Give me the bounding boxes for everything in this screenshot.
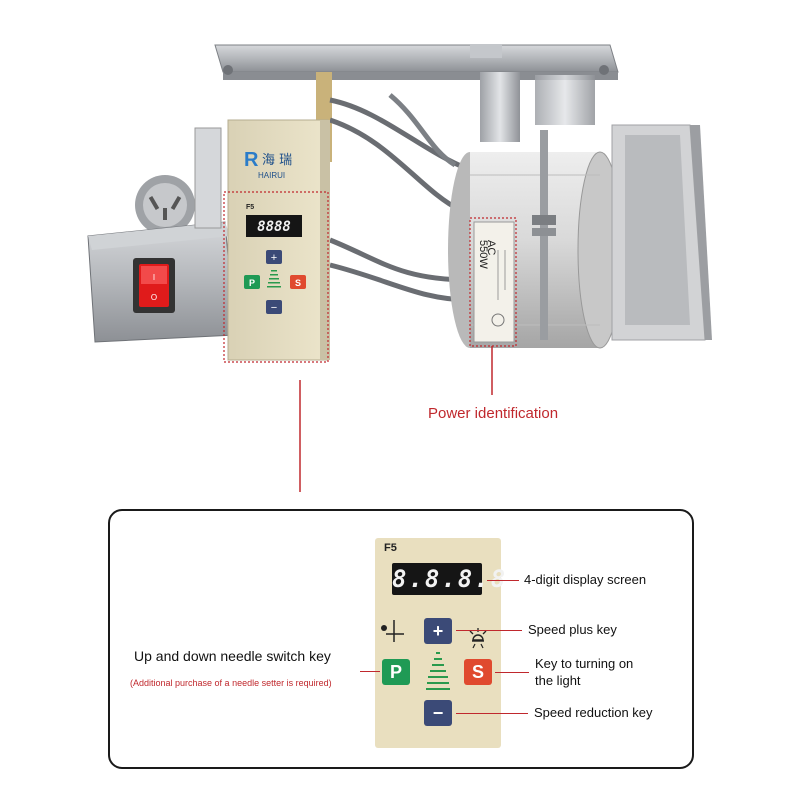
needle-arrow — [360, 671, 380, 672]
light-s-key[interactable]: S — [464, 659, 492, 685]
svg-text:I: I — [153, 273, 155, 282]
power-plug — [135, 175, 195, 235]
needle-setter-note: (Additional purchase of a needle setter … — [130, 678, 332, 688]
light-label-line1: Key to turning on — [535, 656, 634, 671]
motor-plate-watt: 550W — [477, 240, 489, 269]
power-identification-label: Power identification — [428, 405, 559, 422]
four-digit-display: 8.8.8.8 — [392, 563, 508, 595]
svg-text:8888: 8888 — [257, 219, 291, 235]
needle-switch-p-key[interactable]: P — [382, 659, 410, 685]
light-icon — [469, 628, 487, 649]
svg-text:S: S — [295, 278, 301, 288]
power-switch-box: I O — [87, 221, 236, 343]
needle-switch-label: Up and down needle switch key — [134, 648, 331, 664]
display-label: 4-digit display screen — [524, 572, 647, 587]
pulley-guard — [611, 124, 712, 341]
control-box: R 海 瑞 HAIRUI F5 8888 + P S − — [194, 119, 330, 361]
speed-reduction-key[interactable]: − — [424, 700, 452, 726]
speed-plus-key[interactable]: + — [424, 618, 452, 644]
svg-text:R: R — [244, 149, 259, 171]
mounting-plate — [214, 44, 619, 80]
svg-text:P: P — [249, 278, 255, 288]
panel-model-label: F5 — [384, 542, 397, 554]
speed-reduction-arrow — [456, 713, 528, 714]
cables — [329, 93, 471, 303]
mounting-bracket — [316, 72, 595, 162]
speed-plus-label: Speed plus key — [528, 622, 617, 637]
power-highlight-box — [469, 217, 517, 347]
svg-text:F5: F5 — [246, 204, 254, 211]
servo-motor-photo: I O R 海 瑞 HAIRUI F5 8888 + P S − — [87, 44, 712, 492]
needle-icon — [381, 620, 404, 642]
brand-cn-text: 海 瑞 — [262, 153, 292, 168]
light-label-line2: the light — [535, 673, 581, 688]
speed-reduction-label: Speed reduction key — [534, 705, 653, 720]
light-arrow — [495, 672, 529, 673]
motor-plate-ac: AC — [485, 240, 497, 255]
brand-en-text: HAIRUI — [258, 171, 285, 180]
panel-highlight-box — [223, 191, 329, 363]
motor-body: AC 550W — [448, 130, 623, 349]
speed-ladder-icon — [426, 652, 450, 690]
speed-plus-arrow — [456, 630, 522, 631]
svg-text:+: + — [271, 252, 277, 264]
svg-text:−: − — [271, 302, 277, 314]
svg-text:O: O — [151, 293, 157, 302]
display-arrow — [487, 580, 519, 581]
